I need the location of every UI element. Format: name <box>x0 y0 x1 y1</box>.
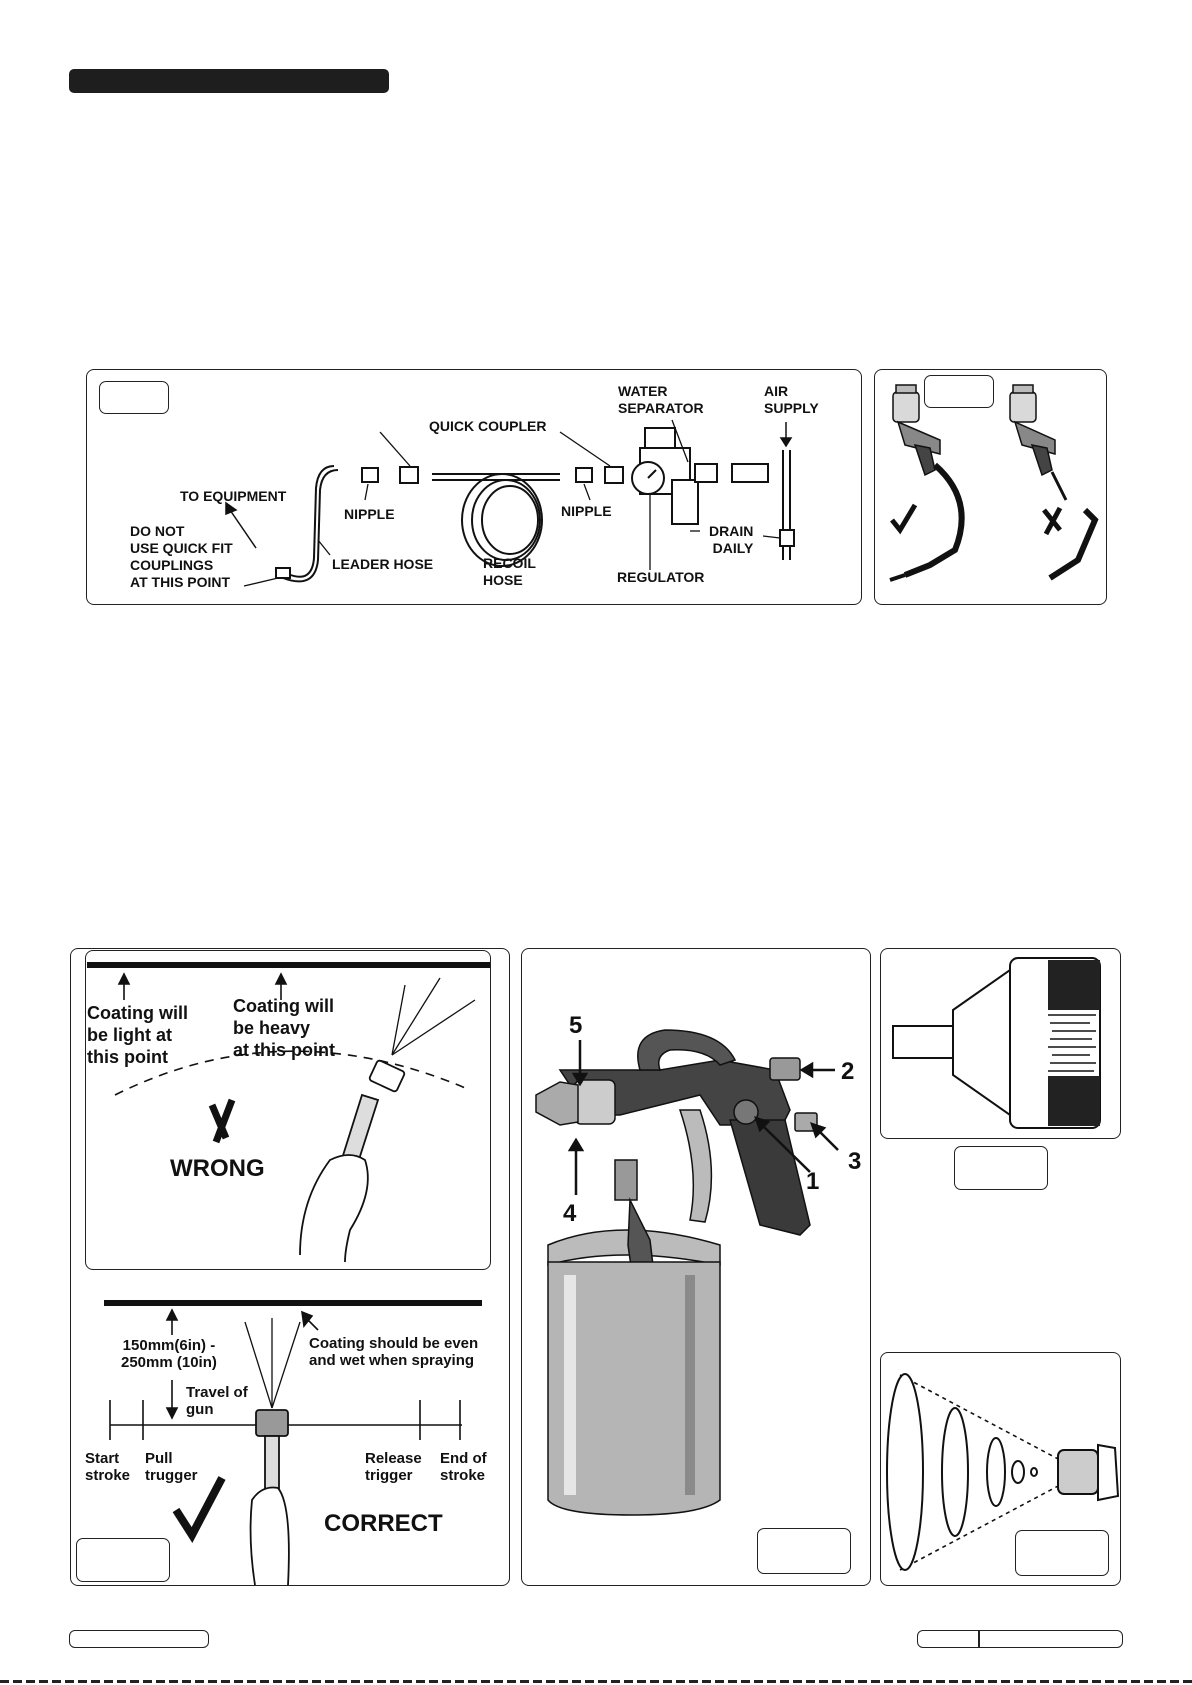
page-bottom-dashed-line <box>0 1680 1192 1683</box>
label-quick-coupler: QUICK COUPLER <box>429 418 547 434</box>
label-end-stroke: End of stroke <box>440 1450 487 1484</box>
pattern-ellipse-3 <box>986 1437 1006 1507</box>
spray-nozzle-small <box>1057 1449 1099 1495</box>
label-air-supply: AIR SUPPLY <box>764 383 819 416</box>
footer-left-box <box>69 1630 209 1648</box>
fig1-label-tab <box>99 381 169 414</box>
fig2-label-tab <box>924 375 994 408</box>
label-coating-even: Coating should be even and wet when spra… <box>309 1335 479 1369</box>
air-inlet-connector <box>794 1112 818 1132</box>
fig-spray-pattern-label-tab <box>1015 1530 1109 1576</box>
wrong-technique-subpanel <box>85 950 491 1270</box>
label-pull-trigger: Pull trugger <box>145 1450 198 1484</box>
pattern-ellipse-2 <box>941 1407 969 1537</box>
label-leader-hose: LEADER HOSE <box>332 556 434 572</box>
paint-cup <box>547 1261 721 1516</box>
hose-incorrect <box>1048 507 1099 581</box>
air-supply-valve <box>731 463 769 483</box>
label-correct: CORRECT <box>324 1510 443 1537</box>
spray-pattern-knob <box>769 1057 801 1081</box>
footer-right-box <box>917 1630 1123 1648</box>
wrong-cross-icon <box>208 1098 236 1144</box>
spray-gun-wrong <box>368 1059 406 1093</box>
pattern-ellipse-5 <box>1030 1467 1038 1477</box>
water-separator-bowl <box>671 479 699 525</box>
pattern-ellipse-1 <box>886 1373 924 1571</box>
tick-icon <box>890 503 918 535</box>
nipple-left <box>361 467 379 483</box>
label-do-not-quick-fit: DO NOT USE QUICK FIT COUPLINGS AT THIS P… <box>130 523 233 590</box>
label-recoil-hose: RECOIL HOSE <box>483 555 536 588</box>
hand-wrong <box>299 1154 369 1263</box>
label-travel-of-gun: Travel of gun <box>186 1384 248 1418</box>
label-coating-heavy: Coating will be heavy at this point <box>233 996 335 1060</box>
label-regulator: REGULATOR <box>617 569 705 585</box>
callout-2: 2 <box>841 1058 855 1085</box>
label-distance: 150mm(6in) - 250mm (10in) <box>121 1337 217 1371</box>
pattern-ellipse-4 <box>1011 1460 1025 1484</box>
label-drain-daily: DRAIN DAILY <box>709 523 754 556</box>
footer-right-divider <box>978 1630 980 1648</box>
label-start-stroke: Start stroke <box>85 1450 131 1484</box>
arc-dashed-path <box>114 1050 471 1096</box>
fig-spray-label-tab <box>76 1538 170 1582</box>
leader-hose <box>282 469 339 583</box>
callout-1: 1 <box>806 1168 820 1195</box>
callout-3: 3 <box>848 1148 862 1175</box>
quick-coupler-right <box>604 466 624 484</box>
label-nipple-left: NIPPLE <box>344 506 395 522</box>
equipment-fitting <box>275 567 291 579</box>
callout-5: 5 <box>569 1012 583 1039</box>
hand-correct <box>249 1486 290 1586</box>
recoil-hose-coil <box>461 473 543 567</box>
fluid-control-knob <box>733 1099 759 1125</box>
fig-air-cap-label-tab <box>954 1146 1048 1190</box>
air-cap-horn <box>892 1025 954 1059</box>
cross-icon <box>1042 506 1063 536</box>
fig-gun-label-tab <box>757 1528 851 1574</box>
callout-4: 4 <box>563 1200 577 1227</box>
label-wrong: WRONG <box>170 1155 265 1182</box>
gun-hook <box>637 1029 737 1071</box>
quick-coupler-left <box>399 466 419 484</box>
hose-correct <box>903 462 965 578</box>
label-water-separator: WATER SEPARATOR <box>618 383 704 416</box>
air-cap <box>535 1081 579 1126</box>
section-heading-bar <box>69 69 389 93</box>
correct-tick-icon <box>172 1476 226 1543</box>
gun-handle <box>729 1119 811 1236</box>
nipple-right <box>575 467 593 483</box>
label-coating-light: Coating will be light at this point <box>87 1003 188 1067</box>
label-release-trigger: Release trigger <box>365 1450 422 1484</box>
label-nipple-right: NIPPLE <box>561 503 612 519</box>
label-to-equipment: TO EQUIPMENT <box>180 488 287 504</box>
gun-trigger <box>678 1109 713 1223</box>
